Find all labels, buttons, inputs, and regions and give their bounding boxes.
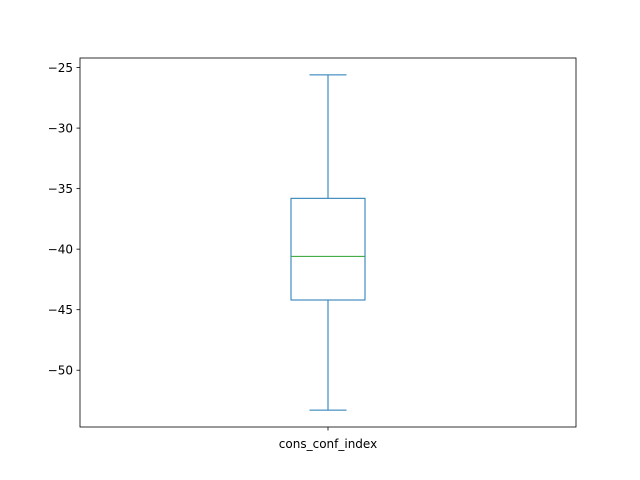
y-tick-label: −30 [48,121,73,135]
box-series-cons_conf_index [290,74,366,411]
y-tick-label: −40 [48,242,73,256]
x-tick-label: cons_conf_index [279,437,377,451]
y-tick-label: −35 [48,182,73,196]
y-tick-label: −50 [48,364,73,378]
interquartile-box [290,197,366,301]
x-axis: cons_conf_index [279,427,377,451]
y-tick-label: −25 [48,61,73,75]
y-axis: −50 −45 −40 −35 −30 −25 [48,61,80,378]
y-tick-label: −45 [48,303,73,317]
plot-area [290,74,366,411]
